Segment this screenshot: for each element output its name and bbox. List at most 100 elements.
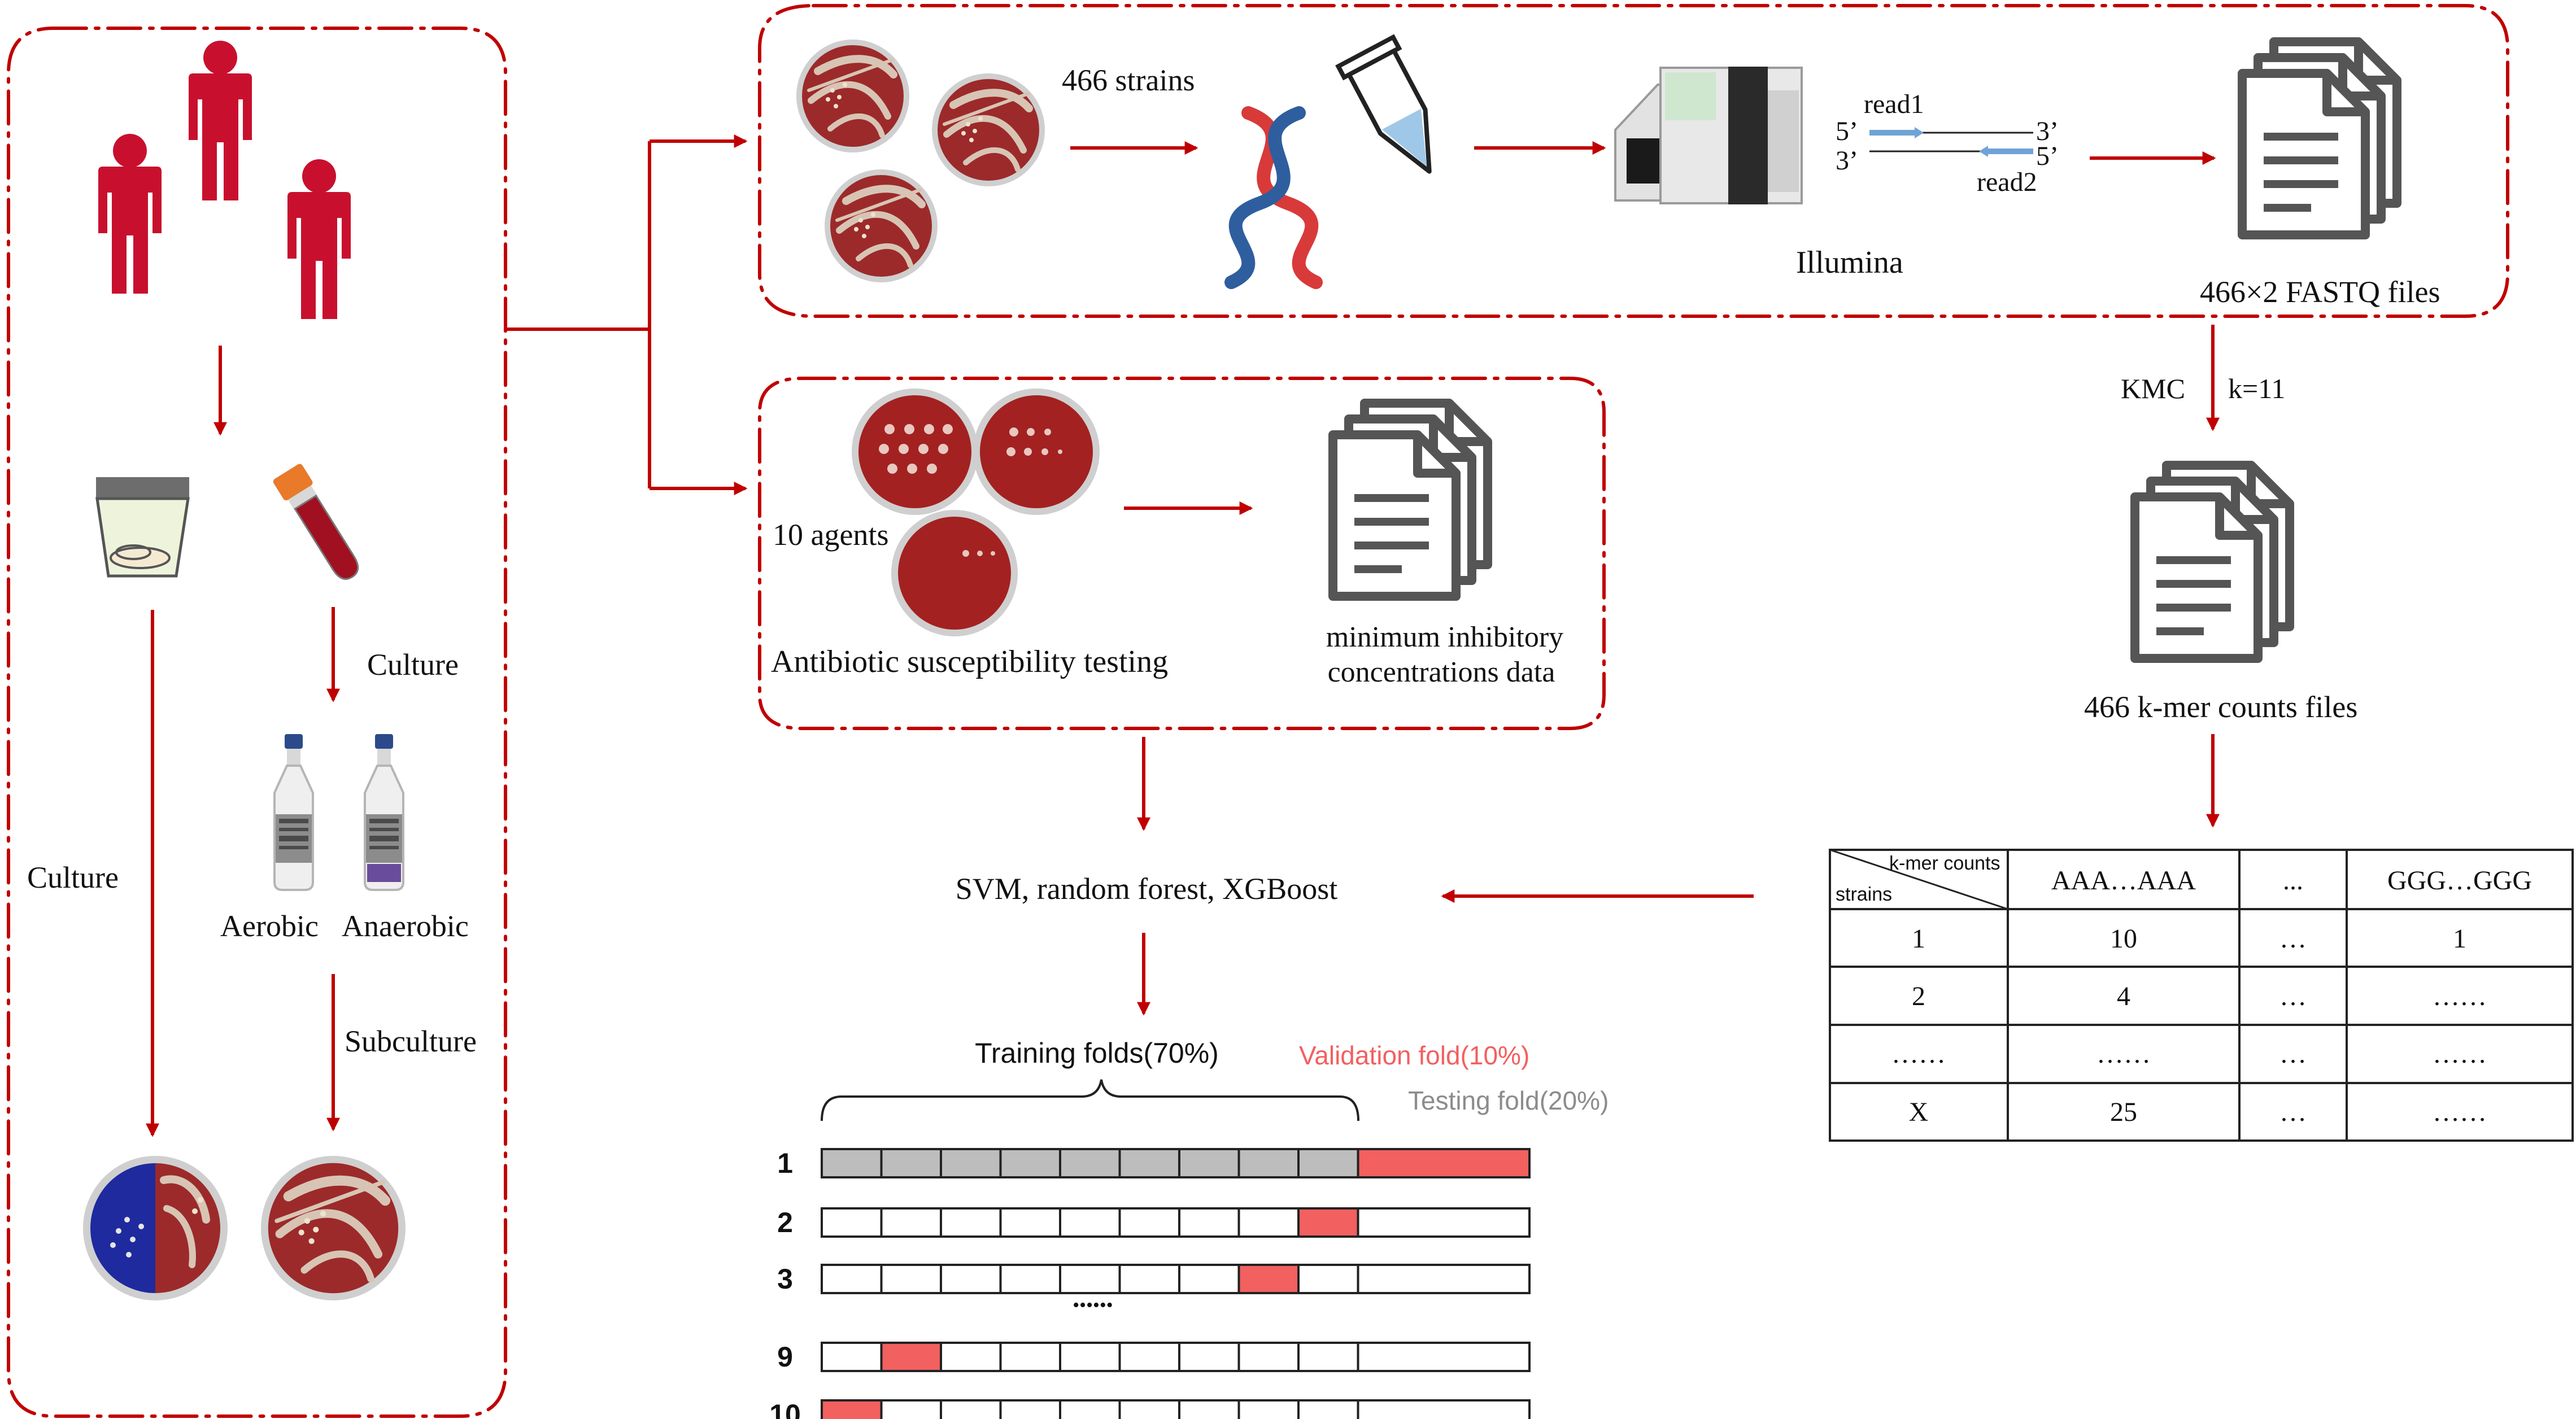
fold-cell — [940, 1264, 1002, 1294]
fold-cell — [1059, 1264, 1121, 1294]
fold-cell — [880, 1399, 942, 1419]
fold-cell — [1237, 1207, 1300, 1238]
validation-cell — [1237, 1264, 1300, 1294]
fold-cell — [1237, 1342, 1300, 1372]
validation-cell — [1357, 1148, 1531, 1178]
fold-cell — [999, 1399, 1061, 1419]
table-cell: …… — [2433, 981, 2487, 1011]
ast-plate-icon — [973, 388, 1100, 515]
fold-cell — [1059, 1207, 1121, 1238]
fold-cell — [1118, 1207, 1180, 1238]
paired-reads-icon — [1869, 127, 2033, 157]
training-cell — [1297, 1148, 1359, 1178]
table-cell: … — [2279, 1039, 2307, 1069]
training-cell — [940, 1148, 1002, 1178]
fold-cell — [1178, 1399, 1240, 1419]
culture-right-label: Culture — [367, 648, 459, 682]
fold-cell — [1178, 1342, 1240, 1372]
person-icon — [287, 159, 351, 319]
agents-label: 10 agents — [773, 518, 888, 552]
table-cell: X — [1909, 1097, 1929, 1127]
fold-cell — [1118, 1342, 1180, 1372]
table-cell: …… — [2096, 1039, 2151, 1069]
fold-cell — [999, 1342, 1061, 1372]
sample-tube-icon — [1335, 34, 1432, 174]
table-header-cell: AAA…AAA — [2051, 866, 2196, 896]
culture-plate-icon — [261, 1156, 406, 1300]
culture-plate-icon — [932, 73, 1045, 186]
sampling-panel — [7, 27, 507, 1418]
training-cell — [1059, 1148, 1121, 1178]
table-cell: 1 — [2453, 924, 2466, 954]
culture-plate-icon — [825, 169, 938, 282]
table-corner-top: k-mer counts — [1889, 853, 2000, 874]
blood-tube-icon — [273, 464, 359, 580]
fold-cell — [1297, 1342, 1359, 1372]
table-cell: 4 — [2117, 981, 2130, 1011]
five-prime-top: 5’ — [1836, 116, 1858, 146]
table-cell: …… — [2433, 1039, 2487, 1069]
fold-cell — [821, 1342, 883, 1372]
fold-cell — [940, 1399, 1002, 1419]
training-brace — [821, 1079, 1359, 1121]
fold-cell — [1059, 1399, 1121, 1419]
fold-cell — [1237, 1399, 1300, 1419]
fold-cell — [880, 1264, 942, 1294]
table-cell: 2 — [1912, 981, 1925, 1011]
three-prime-bottom: 3’ — [1836, 146, 1858, 176]
training-cell — [880, 1148, 942, 1178]
sampling-arrows — [146, 346, 340, 1137]
fold-row-label: 9 — [777, 1341, 793, 1373]
validation-cell — [1297, 1207, 1359, 1238]
fold-cell — [821, 1264, 883, 1294]
validation-fold-label: Validation fold(10%) — [1299, 1041, 1529, 1070]
fold-cell — [1178, 1207, 1240, 1238]
fold-cell — [1059, 1342, 1121, 1372]
patients-group — [98, 41, 351, 319]
ast-panel — [758, 377, 1606, 730]
fastq-label: 466×2 FASTQ files — [2200, 275, 2440, 309]
table-cell: … — [2279, 1097, 2307, 1127]
subculture-label: Subculture — [345, 1024, 477, 1058]
document-stack-icon — [2135, 465, 2290, 658]
table-cell: 25 — [2110, 1097, 2137, 1127]
document-stack-icon — [2242, 42, 2397, 235]
fold-cell — [1178, 1264, 1240, 1294]
ast-plate-icon — [852, 388, 978, 515]
blood-culture-bottle-icon — [273, 733, 314, 891]
document-stack-icon — [1333, 403, 1488, 596]
aerobic-label: Aerobic — [220, 909, 319, 943]
k-label: k=11 — [2228, 373, 2285, 404]
read1-label: read1 — [1864, 89, 1924, 119]
table-cell: 10 — [2110, 924, 2137, 954]
mic-label-line1: minimum inhibitory — [1326, 621, 1563, 653]
selective-plate-icon — [83, 1156, 228, 1300]
table-header-cell: ... — [2283, 866, 2303, 896]
mic-label-line2: concentrations data — [1328, 656, 1555, 688]
dna-icon — [1224, 106, 1323, 289]
fold-cell — [1297, 1399, 1359, 1419]
kmer-table — [1829, 849, 2574, 1142]
fold-cell — [1357, 1399, 1531, 1419]
strains-label: 466 strains — [1062, 63, 1195, 97]
models-label: SVM, random forest, XGBoost — [956, 872, 1337, 906]
fold-row-label: 2 — [777, 1207, 793, 1238]
fold-cell — [940, 1207, 1002, 1238]
table-corner-bottom: strains — [1836, 884, 1892, 905]
three-prime-top: 3’ — [2036, 116, 2059, 146]
table-cell: 1 — [1912, 924, 1925, 954]
stool-container-icon — [95, 477, 190, 578]
training-cell — [1178, 1148, 1240, 1178]
training-cell — [1118, 1148, 1180, 1178]
fold-cell — [880, 1207, 942, 1238]
fold-row-label: 10 — [769, 1399, 801, 1419]
table-cell: …… — [2433, 1097, 2487, 1127]
read2-label: read2 — [1977, 167, 2037, 197]
fold-cell — [1357, 1264, 1531, 1294]
cv-ellipsis: •••••• — [1073, 1295, 1113, 1316]
sequencer-icon — [1614, 67, 1803, 204]
table-cell: … — [2279, 924, 2307, 954]
fold-row-label: 3 — [777, 1263, 793, 1295]
fold-cell — [821, 1207, 883, 1238]
